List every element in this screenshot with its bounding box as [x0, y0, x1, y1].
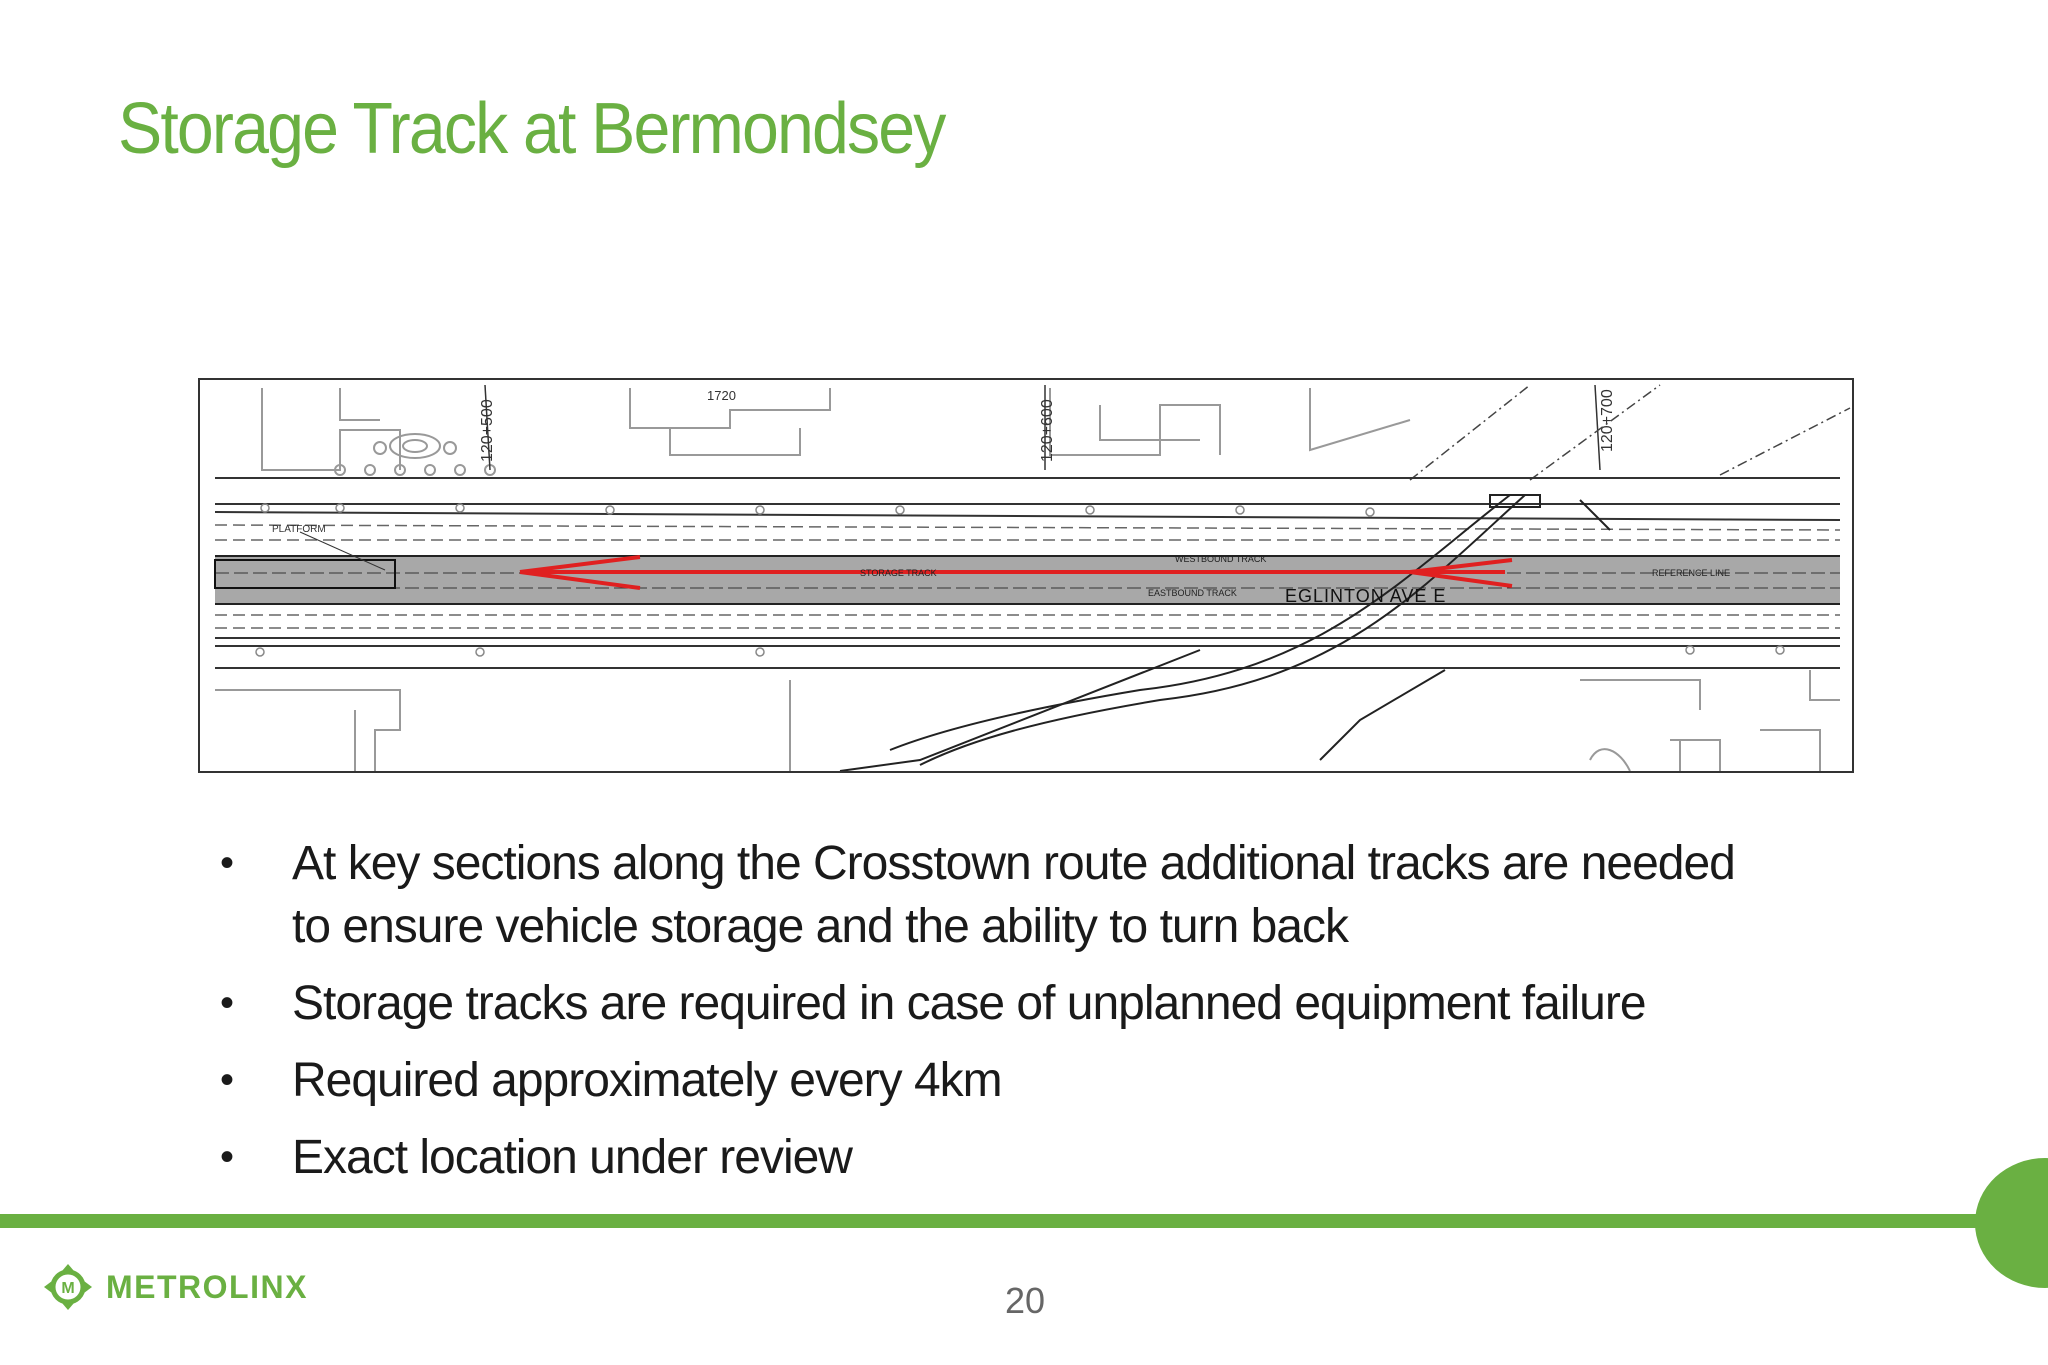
station-label-2: 120+600: [1039, 399, 1056, 462]
westbound-track-label: WESTBOUND TRACK: [1175, 554, 1266, 564]
bullet-item: • Exact location under review: [210, 1126, 1770, 1189]
reference-line-label: REFERENCE LINE: [1652, 568, 1730, 578]
bullet-text: Exact location under review: [292, 1131, 853, 1184]
road-edges: [214, 477, 1841, 669]
station-label-3: 120+700: [1599, 389, 1616, 452]
bullet-text: Required approximately every 4km: [292, 1054, 1003, 1107]
station-label-1: 120+500: [479, 399, 496, 462]
storage-track-label: STORAGE TRACK: [860, 568, 937, 578]
track-plan-svg: 120+500 120+600 120+700 1720: [214, 384, 1851, 771]
page-number: 20: [1005, 1280, 1046, 1321]
survey-symbols: [255, 503, 1785, 657]
bullet-list: • At key sections along the Crosstown rou…: [210, 832, 1770, 1203]
bullet-text: At key sections along the Crosstown rout…: [292, 837, 1736, 953]
bullet-dot: •: [220, 1135, 234, 1179]
bullet-item: • At key sections along the Crosstown rou…: [210, 832, 1770, 958]
platform-label: PLATFORM: [272, 524, 326, 535]
metrolinx-logo-icon: M: [44, 1264, 92, 1310]
parcel-label: 1720: [707, 388, 736, 403]
bullet-dot: •: [220, 981, 234, 1025]
trackway-band: [215, 556, 1840, 604]
diagonal-property-lines: [1409, 384, 1851, 481]
brand-name: METROLINX: [106, 1268, 308, 1305]
bullet-item: • Required approximately every 4km: [210, 1049, 1770, 1112]
footer-bar: [0, 1214, 1985, 1228]
track-plan-drawing: 120+500 120+600 120+700 1720: [198, 378, 1854, 773]
footer-accent-circle: [1975, 1158, 2048, 1288]
station-marker-lines: [484, 384, 1601, 471]
eastbound-track-label: EASTBOUND TRACK: [1148, 588, 1237, 598]
storage-track-highlight: [519, 555, 1513, 590]
bullet-dot: •: [220, 841, 234, 885]
bullet-dot: •: [220, 1058, 234, 1102]
platform-outline: [214, 559, 396, 589]
slide-title: Storage Track at Bermondsey: [118, 89, 946, 169]
bullet-text: Storage tracks are required in case of u…: [292, 977, 1647, 1030]
street-label: EGLINTON AVE E: [1285, 586, 1446, 606]
building-outlines: [261, 388, 1411, 471]
lane-lines: [214, 524, 1841, 629]
crossing-tracks: [839, 494, 1611, 771]
bottom-structures: [215, 670, 1840, 771]
svg-text:M: M: [61, 1280, 74, 1297]
metrolinx-logo: M METROLINX: [40, 1262, 308, 1312]
landscape-features: [334, 433, 496, 476]
bullet-item: • Storage tracks are required in case of …: [210, 972, 1770, 1035]
